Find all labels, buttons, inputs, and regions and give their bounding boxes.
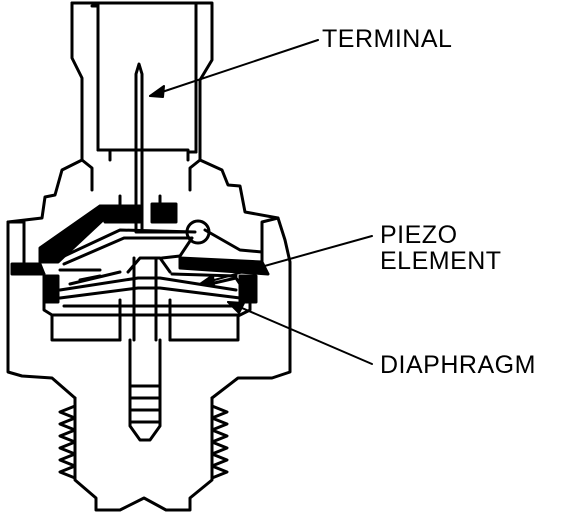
leader-lines (149, 39, 373, 365)
piezo-arrowhead (199, 274, 215, 287)
center-stud (128, 256, 162, 442)
terminal-label: TERMINAL (322, 25, 453, 53)
piezo-label-line2: ELEMENT (380, 247, 502, 275)
threaded-base (58, 396, 229, 512)
terminal-pin (134, 62, 211, 260)
piezo-leader (199, 235, 373, 285)
piezo-label-line1: PIEZO (380, 221, 458, 249)
connector-housing (6, 1, 292, 400)
piezo-stack (58, 256, 246, 308)
diaphragm-label: DIAPHRAGM (380, 351, 536, 379)
diaphragm-arrowhead (227, 301, 245, 314)
seal-layers (10, 202, 270, 304)
diaphragm-leader (227, 301, 373, 365)
terminal-arrowhead (149, 85, 165, 98)
terminal-leader (149, 39, 319, 97)
